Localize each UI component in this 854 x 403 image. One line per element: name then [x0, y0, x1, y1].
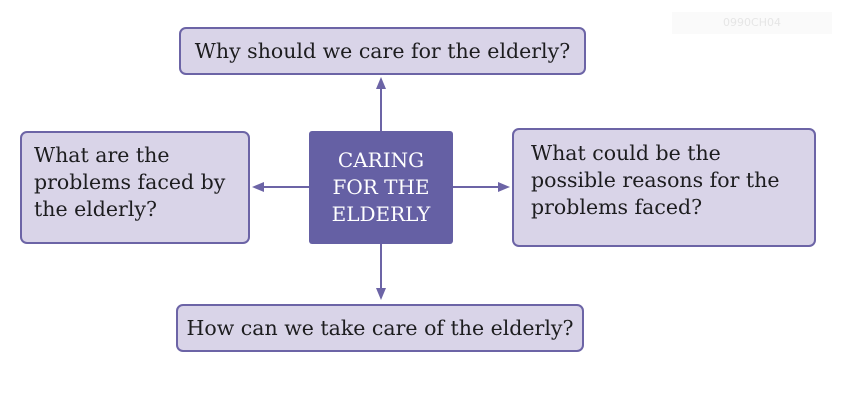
question-box-left: What are the problems faced by the elder…: [20, 131, 250, 244]
arrowhead-right: [498, 182, 510, 192]
central-topic: CARING FOR THE ELDERLY: [309, 131, 453, 244]
question-left-text: What are the problems faced by the elder…: [34, 143, 226, 221]
question-box-right: What could be the possible reasons for t…: [512, 128, 816, 247]
arrowhead-left: [252, 182, 264, 192]
question-box-bottom: How can we take care of the elderly?: [176, 304, 584, 352]
central-topic-label: CARING FOR THE ELDERLY: [331, 148, 431, 226]
question-top-text: Why should we care for the elderly?: [194, 38, 571, 63]
arrowhead-down: [376, 288, 386, 300]
question-box-top: Why should we care for the elderly?: [179, 27, 586, 75]
watermark-label: 0990CH04: [672, 12, 832, 34]
arrowhead-up: [376, 77, 386, 89]
question-right-text: What could be the possible reasons for t…: [531, 141, 780, 219]
question-bottom-text: How can we take care of the elderly?: [186, 315, 574, 340]
